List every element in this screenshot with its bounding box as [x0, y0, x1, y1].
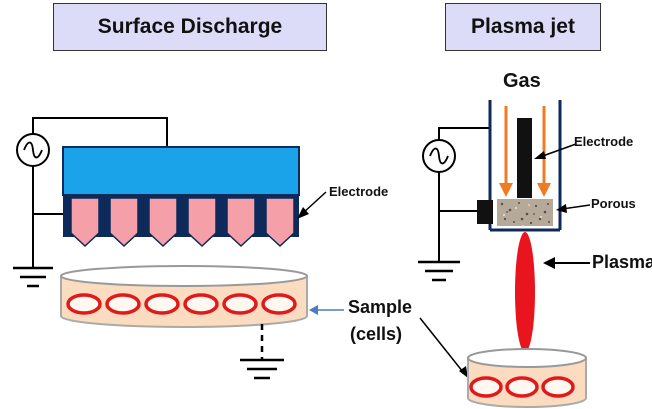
sample-label-line2: (cells) — [350, 324, 403, 344]
jet-connector — [477, 200, 493, 224]
ac-source-left-icon — [16, 133, 50, 167]
ac-source-right-icon — [422, 139, 456, 173]
plasma-jet-setup — [418, 100, 591, 408]
electrode-base-left — [63, 195, 299, 237]
cells-left — [66, 293, 297, 315]
ground-right-icon — [418, 260, 460, 282]
porous-pointer — [556, 204, 591, 213]
left-wiring — [32, 117, 168, 268]
plasma-jet-title-text: Plasma jet — [471, 15, 575, 38]
jet-electrode-rod — [517, 118, 532, 198]
surface-discharge-title-text: Surface Discharge — [97, 15, 283, 38]
plasma-jet-title: Plasma jet — [445, 3, 601, 51]
porous-label: Porous — [591, 196, 636, 211]
electrode-pointer-left — [297, 191, 327, 219]
electrode-label-left: Electrode — [329, 184, 389, 199]
porous-plug — [497, 199, 553, 227]
gas-flow-arrows — [499, 106, 551, 197]
plasma-label: Plasma — [592, 252, 652, 272]
ground-left-icon — [13, 266, 53, 288]
plasma-plume — [515, 232, 535, 352]
cells-right — [469, 376, 575, 398]
ground-dish-icon — [240, 358, 284, 380]
electrode-block-left — [62, 146, 300, 196]
sample-label-line1: Sample — [348, 297, 413, 317]
surface-discharge-setup — [13, 117, 344, 380]
electrode-teeth-left — [70, 197, 295, 248]
electrode-pointer-right — [534, 143, 577, 159]
plasma-pointer — [543, 257, 590, 269]
sample-pointer-left — [309, 305, 344, 315]
surface-discharge-title: Surface Discharge — [53, 3, 327, 51]
electrode-label-right: Electrode — [574, 134, 634, 149]
sample-pointer-right — [419, 317, 468, 378]
gas-label: Gas — [503, 70, 541, 92]
